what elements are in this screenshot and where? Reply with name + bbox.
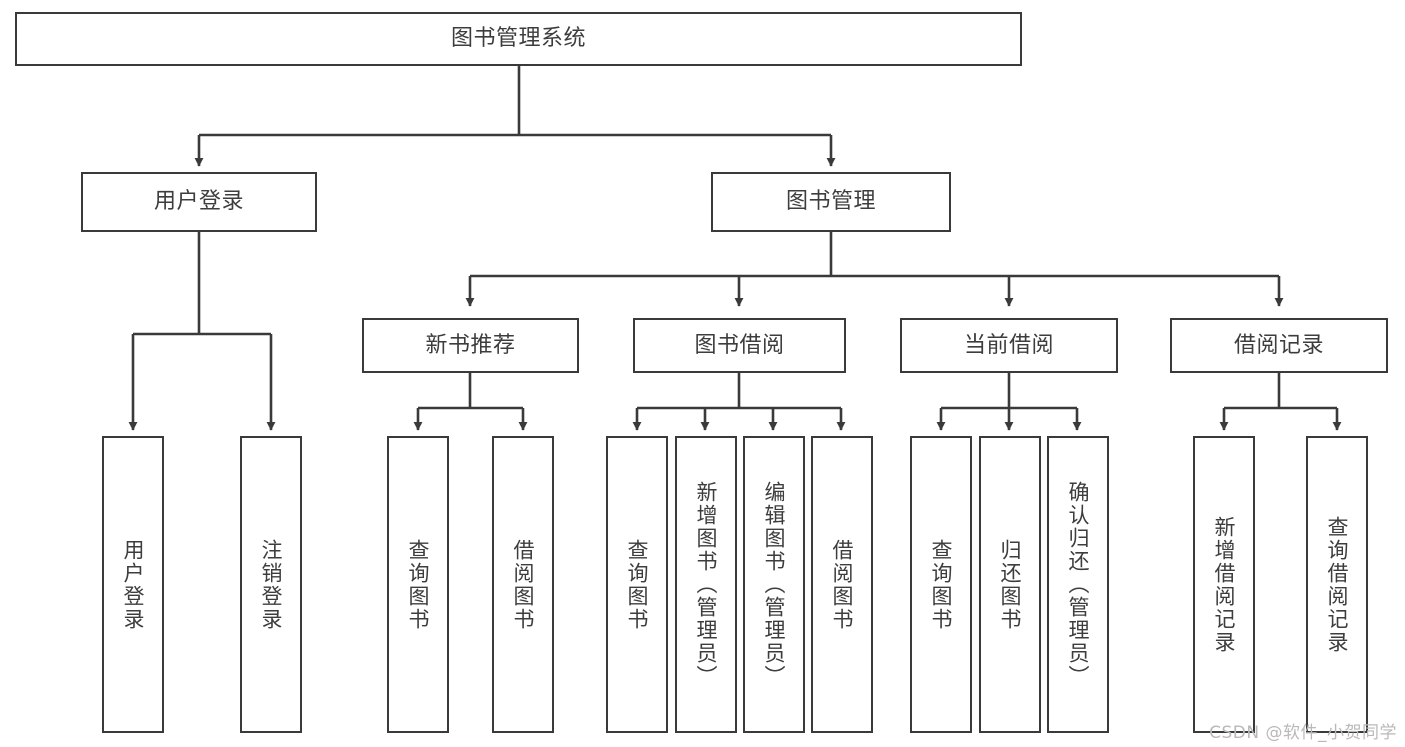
node-leaf-query-book-3[interactable]: 查询图书 [910, 436, 972, 733]
node-label: 确认归还（管理员） [1066, 481, 1091, 688]
node-book-borrow[interactable]: 图书借阅 [633, 318, 846, 373]
node-leaf-borrow-book-2[interactable]: 借阅图书 [811, 436, 873, 733]
watermark-text: CSDN @软件_小贺同学 [1209, 723, 1397, 743]
node-borrow-record[interactable]: 借阅记录 [1170, 318, 1388, 373]
node-leaf-borrow-book-1[interactable]: 借阅图书 [492, 436, 554, 733]
node-leaf-query-book-1[interactable]: 查询图书 [387, 436, 449, 733]
node-current-borrow[interactable]: 当前借阅 [900, 318, 1118, 373]
node-leaf-query-book-2[interactable]: 查询图书 [606, 436, 668, 733]
node-leaf-user-login[interactable]: 用户登录 [102, 436, 164, 733]
node-label: 借阅记录 [1233, 332, 1324, 358]
node-book-management[interactable]: 图书管理 [711, 172, 951, 232]
node-leaf-return-book[interactable]: 归还图书 [979, 436, 1041, 733]
node-leaf-confirm-return[interactable]: 确认归还（管理员） [1047, 436, 1109, 733]
node-new-book-recommend[interactable]: 新书推荐 [362, 318, 579, 373]
node-label: 查询图书 [406, 538, 431, 631]
node-label: 查询图书 [625, 538, 650, 631]
node-label: 查询图书 [929, 538, 954, 631]
node-leaf-add-book[interactable]: 新增图书（管理员） [675, 436, 737, 733]
node-label: 新书推荐 [425, 332, 516, 358]
node-leaf-query-record[interactable]: 查询借阅记录 [1306, 436, 1368, 733]
node-label: 当前借阅 [963, 332, 1054, 358]
node-user-login[interactable]: 用户登录 [81, 172, 317, 232]
node-label: 图书管理系统 [450, 26, 586, 52]
node-leaf-logout-login[interactable]: 注销登录 [240, 436, 302, 733]
node-label: 新增图书（管理员） [694, 481, 719, 688]
node-label: 归还图书 [998, 538, 1023, 631]
node-leaf-edit-book[interactable]: 编辑图书（管理员） [743, 436, 805, 733]
node-label: 借阅图书 [511, 538, 536, 631]
node-label: 用户登录 [153, 189, 244, 215]
node-label: 编辑图书（管理员） [762, 481, 787, 688]
node-label: 图书借阅 [694, 332, 785, 358]
node-leaf-add-record[interactable]: 新增借阅记录 [1193, 436, 1255, 733]
node-label: 新增借阅记录 [1212, 515, 1237, 654]
node-label: 查询借阅记录 [1325, 515, 1350, 654]
node-label: 用户登录 [121, 538, 146, 631]
node-label: 注销登录 [259, 538, 284, 631]
node-book-management-system[interactable]: 图书管理系统 [15, 12, 1022, 66]
node-label: 借阅图书 [830, 538, 855, 631]
node-label: 图书管理 [785, 189, 876, 215]
